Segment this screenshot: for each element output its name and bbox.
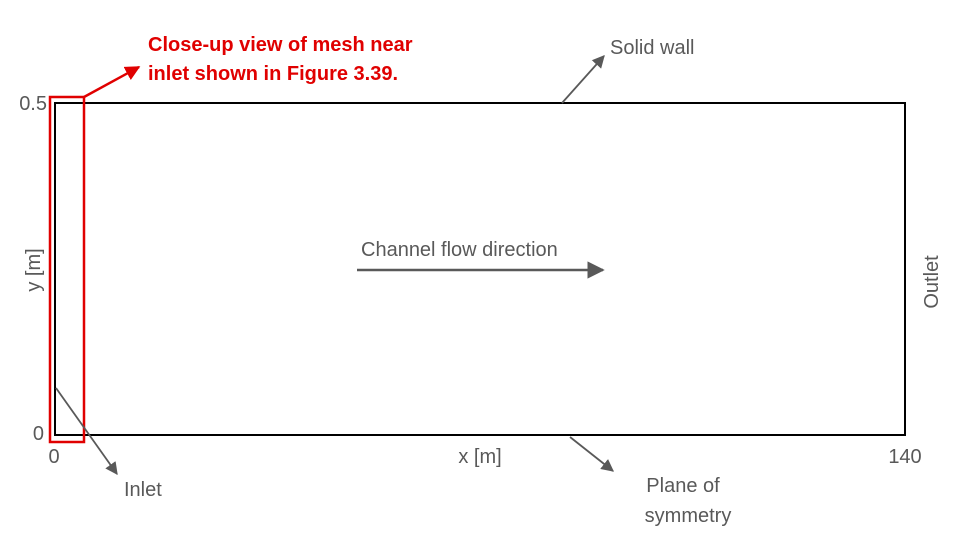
x-axis-label: x [m] <box>458 446 501 468</box>
y-tick-bottom: 0 <box>33 423 44 445</box>
x-tick-left: 0 <box>48 446 59 468</box>
y-axis-label: y [m] <box>23 248 45 291</box>
y-tick-top: 0.5 <box>19 93 47 115</box>
inlet-closeup-box <box>48 95 86 444</box>
callout-arrow <box>83 65 141 99</box>
symmetry-label-line-1: Plane of <box>646 475 720 497</box>
solid-wall-arrow <box>561 55 605 104</box>
flow-direction-label: Channel flow direction <box>361 239 558 261</box>
symmetry-arrow <box>569 436 614 472</box>
callout-line-2: inlet shown in Figure 3.39. <box>148 63 398 85</box>
solid-wall-label: Solid wall <box>610 37 694 59</box>
channel-domain <box>54 102 906 436</box>
x-tick-right: 140 <box>888 446 921 468</box>
symmetry-label-line-2: symmetry <box>645 505 732 527</box>
callout-line-1: Close-up view of mesh near <box>148 34 413 56</box>
inlet-label: Inlet <box>124 479 162 501</box>
inlet-arrow <box>55 387 118 476</box>
outlet-label: Outlet <box>921 255 943 309</box>
